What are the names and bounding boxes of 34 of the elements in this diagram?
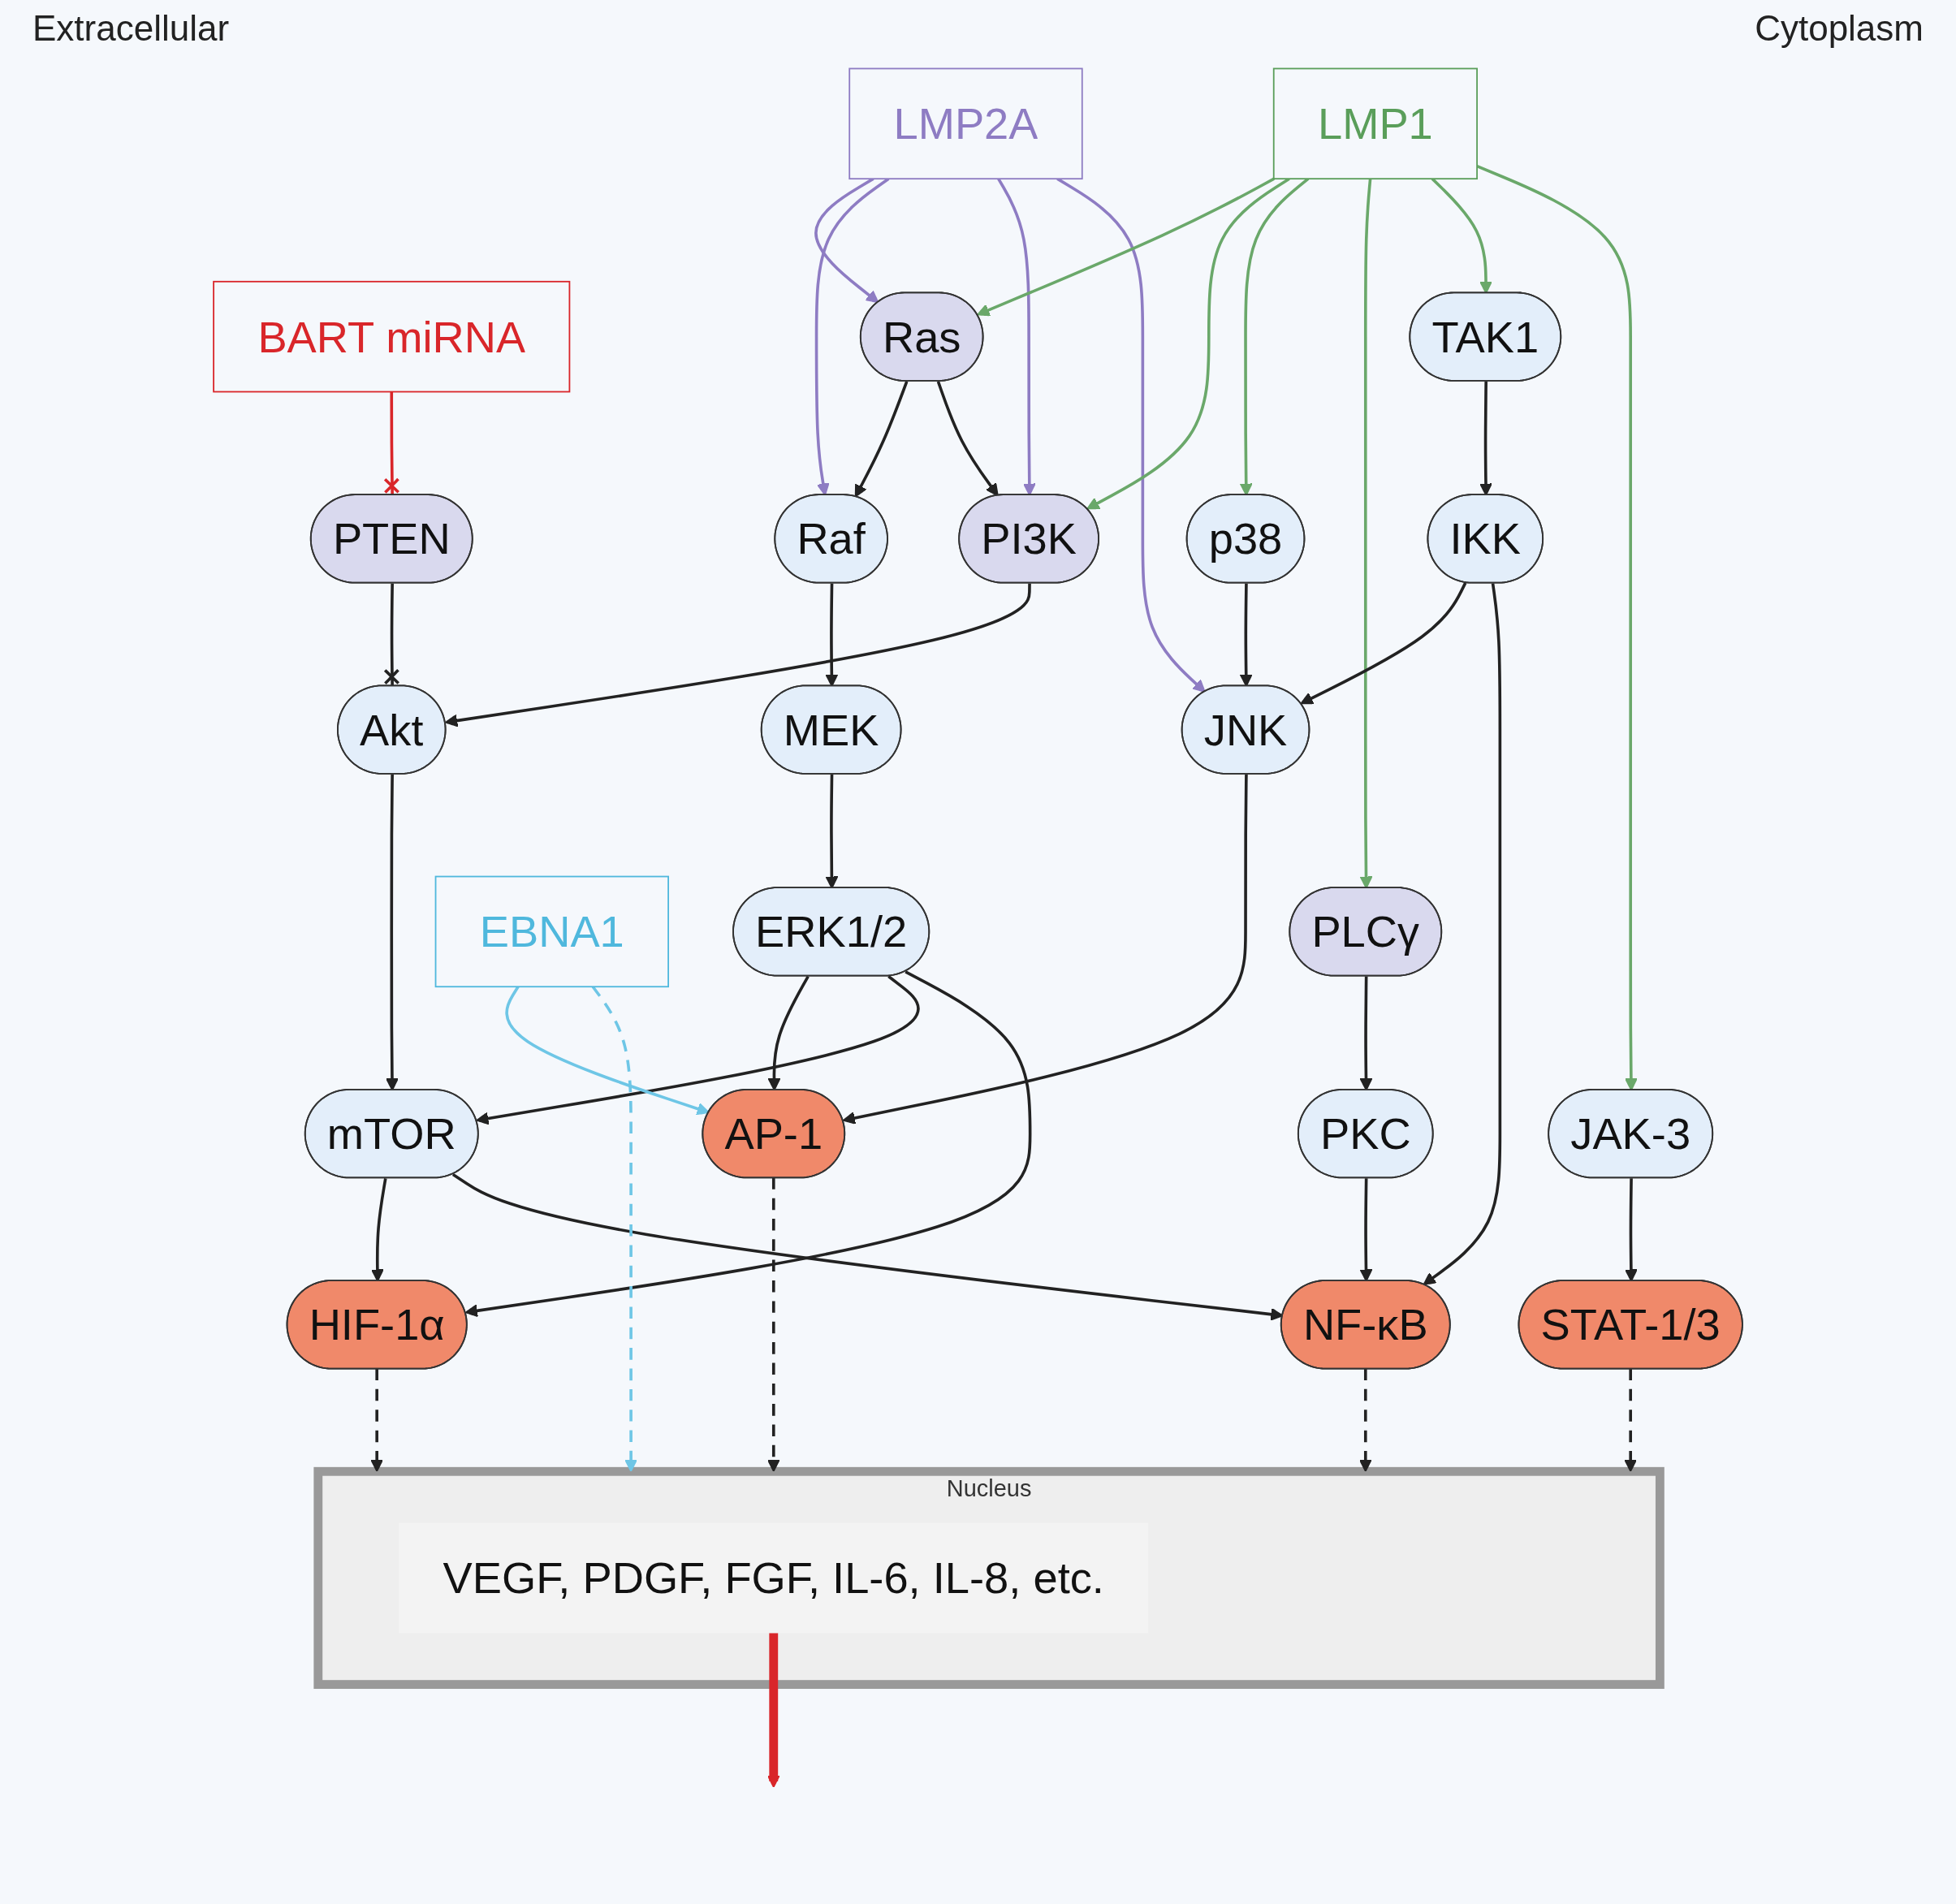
arrow — [1479, 381, 1492, 496]
arrow — [1359, 1178, 1373, 1282]
arrow — [1239, 583, 1253, 687]
arrow — [766, 1177, 780, 1472]
node-box: LMP1 — [1272, 67, 1478, 180]
arrow — [505, 986, 710, 1116]
node-text: VEGF, PDGF, FGF, IL-6, IL-8, etc. — [443, 1553, 1104, 1603]
node-box: LMP2A — [848, 67, 1083, 180]
arrow — [1300, 582, 1467, 705]
arrow — [936, 381, 999, 497]
arrow — [1358, 1368, 1372, 1472]
arrow — [370, 1178, 387, 1282]
arrow — [444, 583, 1031, 727]
arrow — [1423, 583, 1502, 1285]
region-label: Extracellular — [32, 8, 230, 49]
arrow — [370, 1368, 384, 1472]
arrow — [1624, 1368, 1638, 1472]
arrow — [825, 774, 839, 889]
connector — [383, 391, 400, 496]
arrow — [825, 583, 839, 687]
arrow — [997, 178, 1036, 496]
arrow — [842, 774, 1248, 1125]
connector — [383, 583, 400, 687]
arrow — [476, 975, 920, 1125]
arrow — [854, 381, 909, 498]
node-box: EBNA1 — [434, 875, 669, 988]
arrow — [766, 1633, 780, 1788]
region-label: Cytoplasm — [1755, 8, 1924, 49]
arrow — [1359, 179, 1373, 889]
arrow — [464, 970, 1032, 1318]
arrow — [1624, 1178, 1638, 1282]
node-box: BART miRNA — [213, 280, 571, 393]
arrow — [977, 177, 1275, 317]
arrow — [591, 986, 638, 1472]
